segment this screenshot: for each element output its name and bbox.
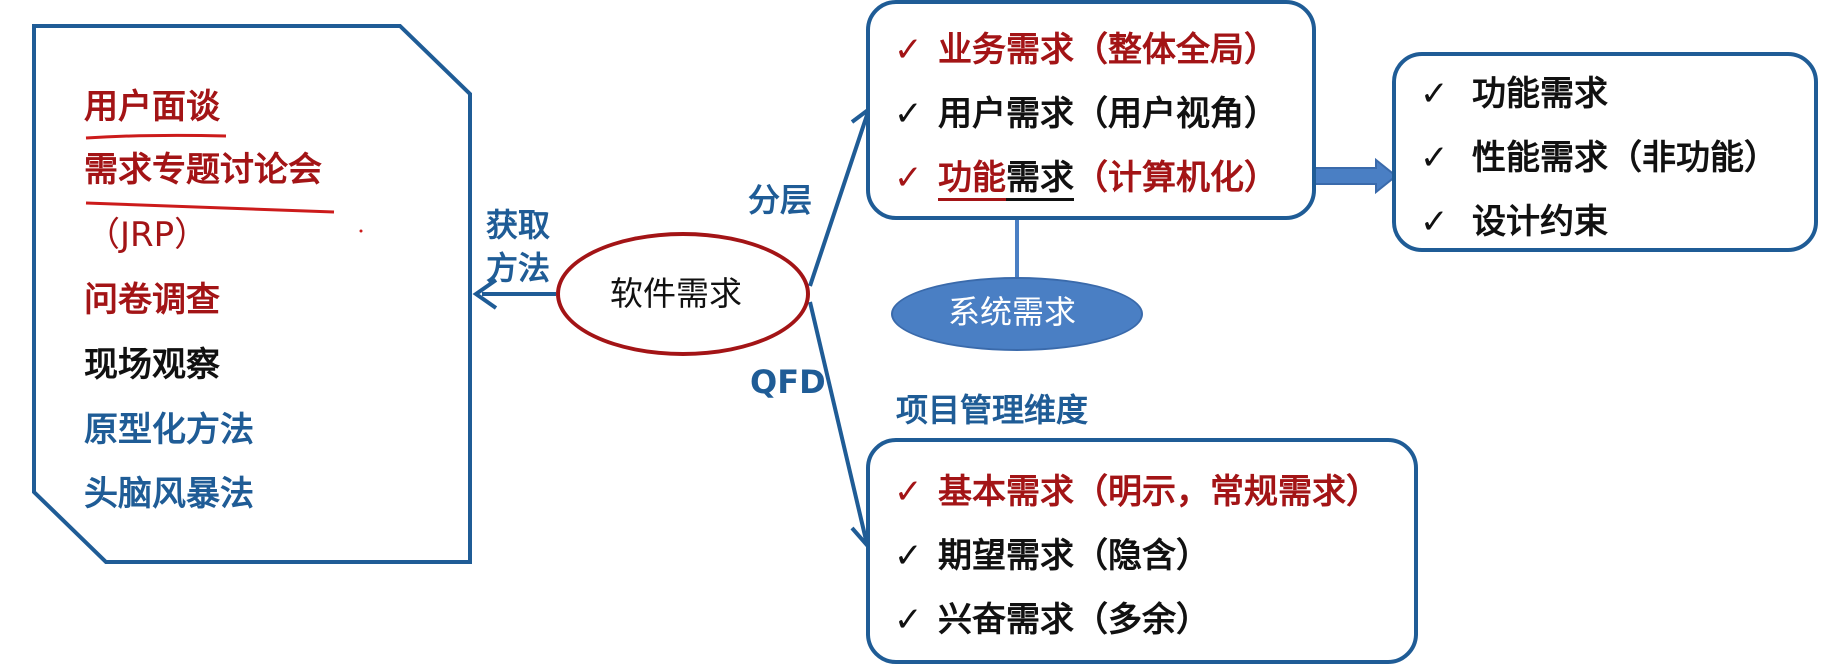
check-icon: ✓ — [1420, 74, 1449, 114]
functional-item-function: ✓ 功能需求 — [1420, 74, 1608, 114]
arrowhead-methods — [472, 278, 498, 310]
qfd-item-expected: ✓ 期望需求（隐含） — [894, 536, 1210, 576]
acquisition-label-line1: 获取 — [486, 206, 551, 244]
method-brainstorming: 头脑风暴法 — [84, 474, 254, 514]
requirement-word: 需求 — [1006, 158, 1074, 201]
layers-item-functional: ✓ 功能需求（计算机化） — [894, 158, 1278, 201]
handwritten-underline-2 — [85, 201, 335, 214]
layers-item-user-text: 用户需求（用户视角） — [938, 94, 1278, 134]
check-icon: ✓ — [894, 158, 923, 198]
check-icon: ✓ — [1420, 138, 1449, 178]
layers-item-user: ✓ 用户需求（用户视角） — [894, 94, 1278, 134]
qfd-item-exciting: ✓ 兴奋需求（多余） — [894, 600, 1210, 640]
layers-box — [866, 0, 1316, 220]
system-requirement-label: 系统需求 — [948, 293, 1077, 331]
qfd-item-basic-text: 基本需求（明示，常规需求） — [938, 472, 1380, 512]
acquisition-label-line2: 方法 — [486, 249, 551, 287]
check-icon: ✓ — [894, 30, 923, 70]
functional-item-performance: ✓ 性能需求（非功能） — [1420, 138, 1778, 178]
qfd-item-exciting-text: 兴奋需求（多余） — [938, 600, 1210, 640]
functional-word: 功能 — [938, 158, 1006, 201]
method-field-observation: 现场观察 — [84, 345, 220, 385]
functional-box — [1392, 52, 1818, 252]
check-icon: ✓ — [894, 536, 923, 576]
method-prototyping: 原型化方法 — [84, 410, 254, 450]
functional-item-constraint: ✓ 设计约束 — [1420, 202, 1608, 242]
layers-branch-label: 分层 — [748, 181, 813, 219]
arrow-to-layers — [808, 111, 870, 287]
method-jrp-abbrev: （JRP） — [86, 215, 209, 255]
system-requirement-node — [891, 277, 1143, 351]
methods-panel — [32, 24, 472, 564]
functional-item-function-text: 功能需求 — [1472, 74, 1608, 114]
qfd-box — [866, 438, 1418, 664]
computerized-note: （计算机化） — [1074, 158, 1278, 198]
method-user-interview: 用户面谈 — [84, 87, 220, 127]
center-label: 软件需求 — [610, 274, 742, 313]
check-icon: ✓ — [894, 94, 923, 134]
handwritten-underline-1 — [85, 133, 227, 140]
functional-item-performance-text: 性能需求（非功能） — [1472, 138, 1778, 178]
qfd-title: 项目管理维度 — [896, 391, 1089, 429]
stray-dot — [359, 229, 363, 233]
method-jrp: 需求专题讨论会 — [84, 150, 322, 190]
check-icon: ✓ — [894, 472, 923, 512]
layers-item-business: ✓ 业务需求（整体全局） — [894, 30, 1278, 70]
layers-item-business-text: 业务需求（整体全局） — [938, 30, 1278, 70]
method-questionnaire: 问卷调查 — [84, 280, 220, 320]
qfd-item-expected-text: 期望需求（隐含） — [938, 536, 1210, 576]
arrow-to-qfd — [808, 301, 868, 541]
qfd-branch-label: QFD — [750, 363, 826, 401]
center-node — [556, 232, 810, 356]
qfd-item-basic: ✓ 基本需求（明示，常规需求） — [894, 472, 1380, 512]
check-icon: ✓ — [894, 600, 923, 640]
functional-item-constraint-text: 设计约束 — [1472, 202, 1608, 242]
check-icon: ✓ — [1420, 202, 1449, 242]
